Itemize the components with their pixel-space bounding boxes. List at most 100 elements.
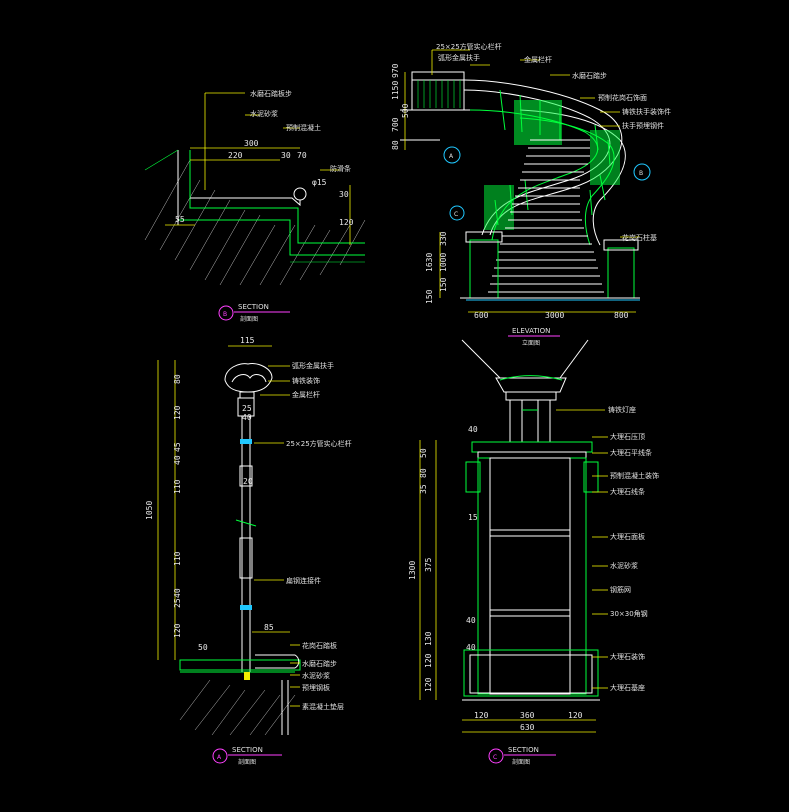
- section-c-dim-bottom-120b: 120: [568, 711, 583, 720]
- elev-marker-b: B: [639, 170, 643, 177]
- section-c-dim-120a: 120: [424, 653, 433, 668]
- section-a-title: SECTION: [232, 746, 263, 754]
- elev-dim-1630: 1630: [425, 253, 434, 272]
- section-a-dim-40: 40: [242, 413, 252, 422]
- section-a-label-lower: 扁钢连接件: [286, 576, 321, 585]
- section-b-dim-70: 70: [297, 151, 307, 160]
- section-c-label-2: 大理石压顶: [610, 432, 645, 441]
- section-a-label-top-1: 弧形金属扶手: [292, 361, 334, 370]
- elev-dim-500: 500: [401, 103, 410, 118]
- section-a-dim-120b: 120: [173, 623, 182, 638]
- section-a-dim-110a: 110: [173, 479, 182, 494]
- section-a-label-bottom-4: 预埋钢板: [302, 683, 330, 692]
- section-b-dim-30: 30: [281, 151, 291, 160]
- section-b-dim-phi: φ15: [312, 178, 327, 187]
- elev-label-7: 扶手预埋钢件: [622, 121, 664, 130]
- section-c-dim-1300: 1300: [408, 561, 417, 580]
- section-c-label-4: 预制混凝土装饰: [610, 471, 659, 480]
- section-a-dim-50: 50: [198, 643, 208, 652]
- section-c-label-10: 大理石装饰: [610, 652, 645, 661]
- section-a-label-bottom-5: 素混凝土垫层: [302, 702, 344, 711]
- section-c-subtitle: 剖面图: [512, 758, 530, 766]
- section-a-dim-120a: 120: [173, 405, 182, 420]
- elevation-drawing: [400, 49, 651, 313]
- section-c-dim-120b: 120: [424, 677, 433, 692]
- elev-label-6: 铸铁扶手装饰件: [622, 107, 671, 116]
- section-c-dim-40a: 40: [468, 425, 478, 434]
- elev-dim-3000: 3000: [545, 311, 564, 320]
- section-a-label-bottom-3: 水泥砂浆: [302, 671, 330, 680]
- elev-label-8: 花岗石柱基: [622, 233, 657, 242]
- section-c-marker: C: [493, 754, 497, 761]
- section-b-drawing: [144, 92, 366, 321]
- section-c-dim-bottom-360: 360: [520, 711, 535, 720]
- section-a-subtitle: 剖面图: [238, 758, 256, 766]
- section-b-dim-30b: 30: [339, 190, 349, 199]
- section-c-dim-50: 50: [419, 448, 428, 458]
- section-b-label-1: 水磨石踏板步: [250, 89, 292, 98]
- section-c-dim-130: 130: [424, 631, 433, 646]
- section-c-label-6: 大理石面板: [610, 532, 645, 541]
- elev-label-4: 水磨石踏步: [572, 71, 607, 80]
- elev-dim-150b: 150: [425, 289, 434, 304]
- elev-dim-1150: 1150: [391, 81, 400, 100]
- elev-dim-600: 600: [474, 311, 489, 320]
- section-b-label-3: 预制混凝土: [286, 123, 321, 132]
- elev-marker-a: A: [449, 153, 454, 160]
- elev-dim-700: 700: [391, 117, 400, 132]
- section-a-label-bottom-1: 花岗石踏板: [302, 641, 337, 650]
- section-c-dim-bottom-120a: 120: [474, 711, 489, 720]
- section-c-dim-15: 15: [468, 513, 478, 522]
- elev-dim-150a: 150: [439, 277, 448, 292]
- elev-label-5: 预制花岗石饰面: [598, 93, 647, 102]
- section-a-dim-20: 20: [243, 477, 253, 486]
- section-c-dim-375: 375: [424, 557, 433, 572]
- elev-dim-1000: 1000: [439, 253, 448, 272]
- section-b-title: SECTION: [238, 303, 269, 311]
- section-a-dim-45: 45: [173, 442, 182, 452]
- section-a-dim-1050: 1050: [145, 501, 154, 520]
- section-a-marker: A: [217, 754, 222, 761]
- elev-label-1: 25×25方管实心栏杆: [436, 42, 502, 51]
- section-b-dim-300: 300: [244, 139, 259, 148]
- elev-dim-80: 80: [391, 140, 400, 150]
- section-a-dim-85: 85: [264, 623, 274, 632]
- section-c-label-7: 水泥砂浆: [610, 561, 638, 570]
- section-c-dim-40b: 40: [466, 616, 476, 625]
- section-b-subtitle: 剖面图: [240, 315, 258, 323]
- section-c-label-3: 大理石平线条: [610, 448, 652, 457]
- section-a-label-bottom-2: 水磨石踏步: [302, 659, 337, 668]
- section-c-label-11: 大理石基座: [610, 683, 645, 692]
- section-a-dim-25b: 25: [173, 598, 182, 608]
- section-b-label-2: 水泥砂浆: [250, 109, 278, 118]
- section-a-label-top-3: 金属栏杆: [292, 390, 320, 399]
- section-a-dim-110b: 110: [173, 551, 182, 566]
- section-a-dim-80: 80: [173, 374, 182, 384]
- section-b-dim-120: 120: [339, 218, 354, 227]
- section-c-label-8: 钢筋网: [610, 585, 631, 594]
- section-c-dim-35: 35: [419, 484, 428, 494]
- elev-dim-800: 800: [614, 311, 629, 320]
- section-b-marker: B: [223, 311, 227, 318]
- section-c-label-1: 铸铁灯座: [608, 405, 636, 414]
- section-c-drawing: [419, 339, 608, 764]
- elev-marker-c: C: [454, 211, 458, 218]
- section-c-title: SECTION: [508, 746, 539, 754]
- elevation-subtitle: 立面图: [522, 339, 540, 347]
- elev-label-2: 弧形金属扶手: [438, 53, 480, 62]
- section-b-dim-55: 55: [175, 215, 185, 224]
- section-c-dim-630: 630: [520, 723, 535, 732]
- section-a-label-top-2: 铸铁装饰: [292, 376, 320, 385]
- section-c-dim-80: 80: [419, 468, 428, 478]
- section-a-dim-40a: 40: [173, 455, 182, 465]
- section-a-drawing: [157, 345, 301, 764]
- elev-label-3: 金属栏杆: [524, 55, 552, 64]
- elev-dim-330: 330: [439, 231, 448, 246]
- section-a-dim-40b: 40: [173, 588, 182, 598]
- section-c-label-5: 大理石线条: [610, 487, 645, 496]
- section-b-label-4: 防滑条: [330, 164, 351, 173]
- section-a-dim-115: 115: [240, 336, 255, 345]
- elevation-title: ELEVATION: [512, 327, 550, 335]
- section-b-dim-220: 220: [228, 151, 243, 160]
